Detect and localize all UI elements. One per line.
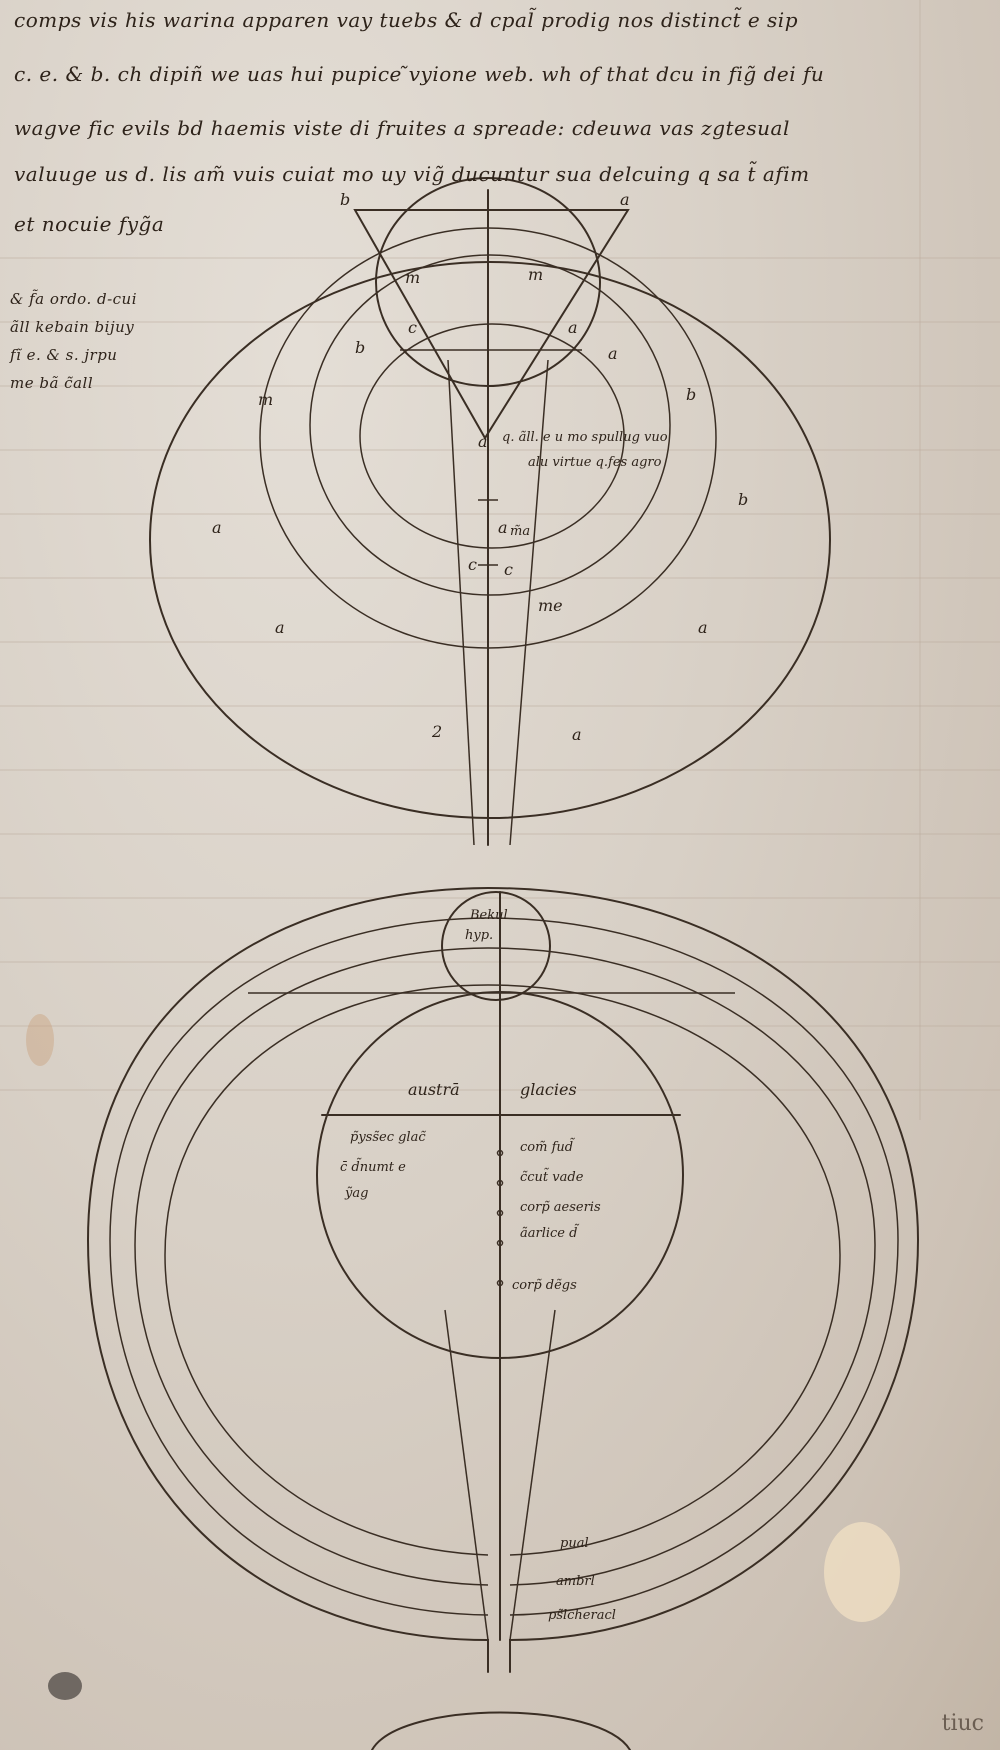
triangle-corner-label-left: b (340, 190, 351, 209)
cone-right-edge (509, 359, 549, 846)
inner-circle-note: c̃cut̃ vade (520, 1170, 584, 1185)
tick-dot (496, 1239, 504, 1247)
stains (26, 1014, 900, 1700)
ring-label: ps̃lcheracl (548, 1608, 616, 1623)
tick-dot (496, 1149, 504, 1157)
diagram-label: c (504, 560, 513, 579)
diagram-label: b (738, 490, 749, 509)
diagram-label: a (275, 618, 285, 637)
diagram-label: m (258, 390, 274, 409)
tick-dot (496, 1179, 504, 1187)
diagram-label: m (405, 268, 421, 287)
diagram-label: b (686, 385, 697, 404)
bottom-arc (371, 1711, 631, 1750)
ink-blot (48, 1672, 82, 1700)
stain-spot (26, 1014, 54, 1066)
cone-left-edge (447, 359, 475, 846)
text-line: comps vis his warina apparen vay tuebs &… (14, 8, 798, 32)
diagram-label: c (468, 555, 477, 574)
inner-ring-lower (134, 947, 876, 1586)
stem-right (509, 1309, 556, 1641)
margin-note-line: ãll kebain bijuy (10, 318, 135, 336)
stem-left (444, 1309, 489, 1641)
inner-circle-header-left: austrā (408, 1080, 460, 1099)
diagram-label: m (528, 265, 544, 284)
diagram-label: me (538, 596, 563, 615)
diagram-label: c (408, 318, 417, 337)
inner-ring-upper (309, 254, 671, 596)
ring-label: pual (560, 1536, 589, 1551)
text-line: et nocuie fyg̃a (14, 212, 165, 236)
triangle-corner-label-right: a (620, 190, 630, 209)
margin-note-line: & f̃a ordo. d-cui (10, 290, 138, 308)
tick-dot (496, 1279, 504, 1287)
diagram-label: a (212, 518, 222, 537)
inner-circle-note: c̄ d̃numt e (340, 1160, 406, 1175)
diagram-note: alu virtue q.fes agro (528, 455, 662, 470)
inner-circle-note: com̃ fud̃ (520, 1140, 574, 1155)
small-circle-label: hyp. (465, 928, 494, 943)
text-line: c. e. & b. ch dipiñ we uas hui pupice ̃… (14, 62, 825, 86)
inner-circle-header-right: glacies (520, 1080, 577, 1099)
innermost-ring-upper (359, 323, 625, 549)
diagram-label: a (478, 432, 488, 451)
diagram-label: a (572, 725, 582, 744)
margin-note-line: me bã c̃all (10, 374, 94, 392)
inner-circle-note: p̃yss̃ec glac̃ (350, 1130, 426, 1145)
diagram-label: a (698, 618, 708, 637)
middle-ring-lower (109, 917, 899, 1616)
small-circle-label: Bekul (470, 908, 508, 923)
diagram-label: a (498, 518, 508, 537)
lower-diagram (86, 886, 920, 1750)
diagram-note: q. ãll. e u mo spullug vuo (502, 430, 668, 445)
text-line: valuuge us d. lis am̃ vuis cuiat mo uy v… (14, 162, 810, 186)
stain-spot (824, 1522, 900, 1622)
outer-ellipse-upper (149, 261, 831, 819)
tick-dot (496, 1209, 504, 1217)
ring-label: ambrl (556, 1574, 595, 1589)
outer-ring-lower (86, 886, 920, 1673)
inner-circle-note: corp̃ aeseris (520, 1200, 601, 1215)
margin-note-line: fĩ e. & s. jrpu (10, 346, 118, 364)
inner-circle-note: ỹag (345, 1186, 369, 1201)
diagram-label: a (568, 318, 578, 337)
text-line: wagve fic evils bd haemis viste di fruit… (14, 116, 790, 140)
diagram-label: 2 (432, 722, 443, 741)
upper-diagram (149, 177, 831, 846)
diagram-note: m̃a (510, 524, 531, 539)
diagram-label: a (608, 344, 618, 363)
diagram-label: b (355, 338, 366, 357)
inner-circle-note: corp̃ dẽgs (512, 1278, 577, 1293)
small-top-circle (441, 891, 551, 1001)
inner-circle-note: ãarlice d̃ (520, 1226, 578, 1241)
folio-number: tiuc (941, 1711, 984, 1736)
triangle-upper (353, 209, 630, 440)
innermost-ring-lower (164, 984, 841, 1556)
